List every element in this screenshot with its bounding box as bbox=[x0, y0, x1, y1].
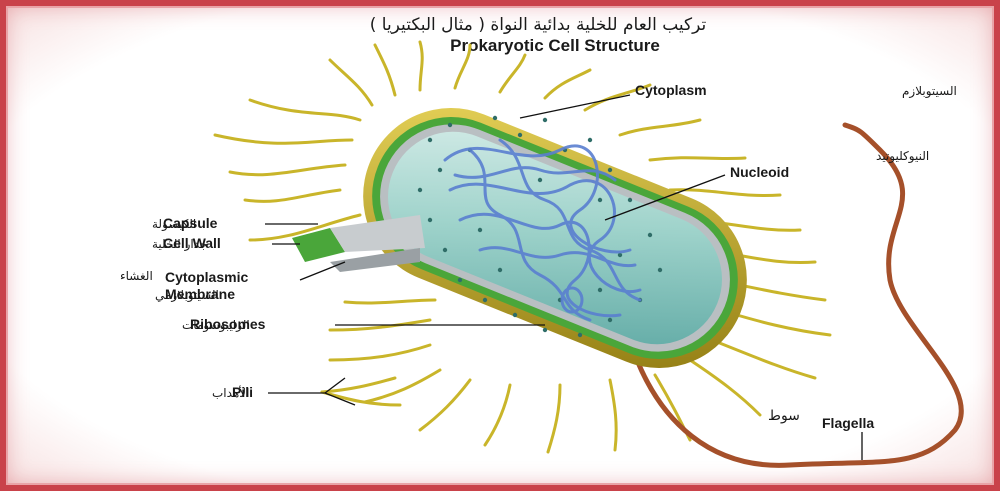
label-cell-wall: Cell Wall bbox=[163, 235, 221, 251]
title-arabic: تركيب العام للخلية بدائية النواة ( مثال … bbox=[370, 15, 707, 35]
label-flagella: Flagella bbox=[822, 415, 874, 431]
label-capsule: Capsule bbox=[163, 215, 218, 231]
label-ribosomes: Ribosomes bbox=[190, 316, 266, 332]
label-membrane-ar-1: الغشاء bbox=[120, 269, 153, 283]
label-nucleoid: Nucleoid bbox=[730, 164, 789, 180]
label-membrane-1: Cytoplasmic bbox=[165, 269, 248, 285]
label-flagella-ar: سوط bbox=[768, 408, 800, 424]
label-cytoplasm: Cytoplasm bbox=[635, 82, 707, 98]
title-english: Prokaryotic Cell Structure bbox=[450, 36, 660, 55]
label-pili: Pili bbox=[232, 384, 253, 400]
label-cytoplasm-ar: السيتوبلازم bbox=[902, 84, 957, 99]
label-nucleoid-ar: النيوكليوتيد bbox=[876, 149, 929, 164]
label-membrane-2: Membrane bbox=[165, 286, 235, 302]
